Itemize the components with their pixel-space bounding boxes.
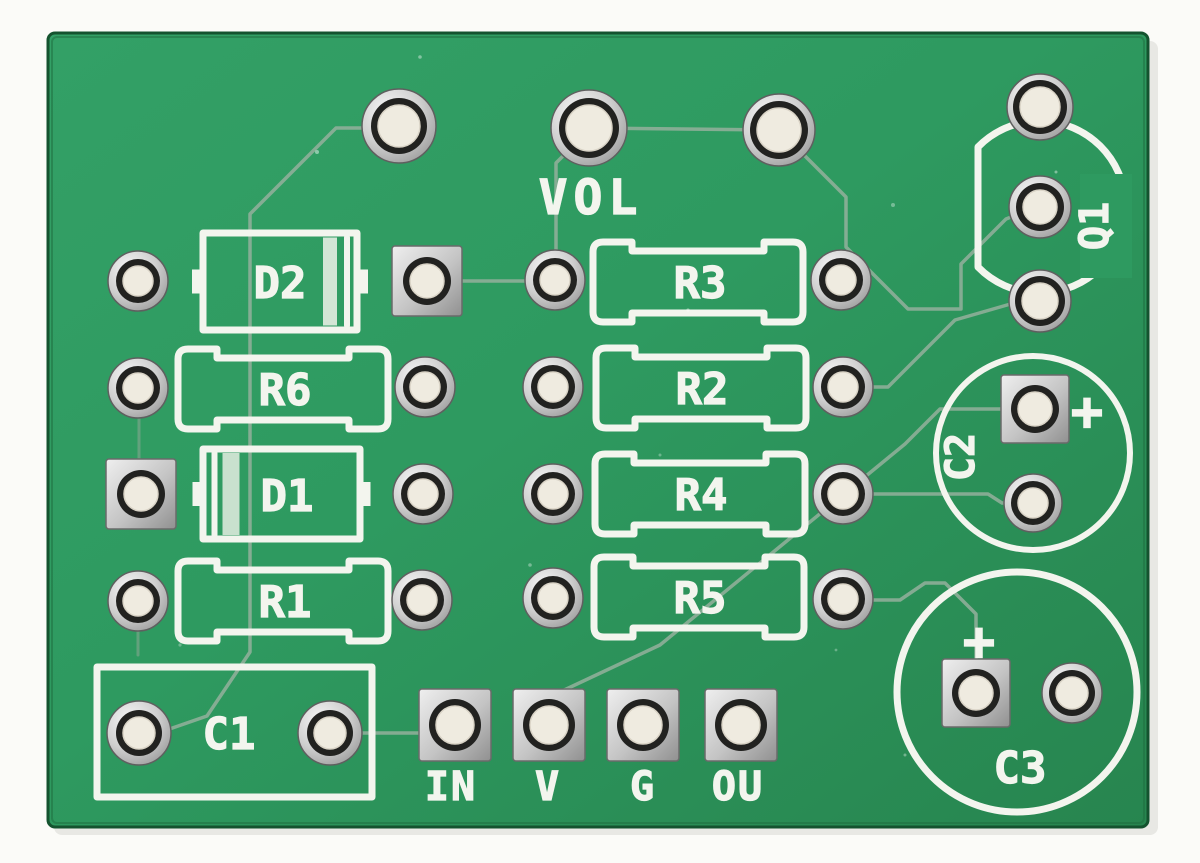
pad-wire-left xyxy=(361,88,437,164)
pad-wire-right xyxy=(742,93,816,167)
c2-plus-mark: + xyxy=(1071,380,1104,443)
c3-plus-mark: + xyxy=(963,610,996,673)
outline-d2-diode xyxy=(192,229,368,334)
label-pin-in: IN xyxy=(425,764,477,810)
pad-q1-middle xyxy=(1008,175,1072,239)
label-r6: R6 xyxy=(259,365,312,416)
pad-r5-left xyxy=(522,567,584,629)
outline-c2-capacitor xyxy=(933,353,1133,553)
label-c3: C3 xyxy=(994,743,1047,794)
scan-dust xyxy=(178,55,1058,757)
outline-c1-capacitor xyxy=(93,663,376,801)
label-pin-ou: OU xyxy=(712,764,764,810)
pad-c2-negative xyxy=(1003,473,1063,533)
label-r2: R2 xyxy=(676,364,729,415)
pad-vol xyxy=(550,89,628,167)
pad-d2-right xyxy=(391,245,463,317)
pad-c1-left xyxy=(106,700,172,766)
label-d2: D2 xyxy=(254,258,307,309)
silkscreen-text: VOL D2 R6 D1 R1 C1 R3 R2 R4 R5 IN V G OU… xyxy=(202,169,1119,810)
pad-header-in xyxy=(418,688,492,762)
pad-r2-right xyxy=(812,356,874,418)
pad-c3-negative xyxy=(1041,662,1103,724)
label-r1: R1 xyxy=(259,577,312,628)
pad-header-g xyxy=(606,688,680,762)
pad-q1-top xyxy=(1006,73,1074,141)
pad-r4-right xyxy=(812,463,874,525)
silkscreen-layer xyxy=(93,117,1141,816)
label-q1: Q1 xyxy=(1072,202,1118,250)
pad-c3-positive xyxy=(941,658,1011,728)
label-vol: VOL xyxy=(539,170,644,226)
pad-q1-bottom xyxy=(1008,269,1072,333)
pad-d1-left xyxy=(105,458,177,530)
label-c1: C1 xyxy=(203,709,256,760)
pad-r1-right xyxy=(391,569,453,631)
label-r5: R5 xyxy=(674,573,727,624)
pad-r2-left xyxy=(522,356,584,418)
pad-r3-right xyxy=(810,249,872,311)
label-r3: R3 xyxy=(674,258,727,309)
pad-r5-right xyxy=(812,568,874,630)
pad-c1-right xyxy=(297,700,363,766)
pad-d1-right xyxy=(392,463,454,525)
pad-r3-left xyxy=(524,249,586,311)
label-pin-v: V xyxy=(535,764,559,810)
label-pin-g: G xyxy=(630,764,654,810)
outline-d1-diode xyxy=(192,445,371,543)
pad-c2-positive xyxy=(1000,374,1070,444)
label-r4: R4 xyxy=(675,470,728,521)
pad-header-ou xyxy=(704,688,778,762)
pad-d2-left xyxy=(107,250,169,312)
pad-r1-left xyxy=(107,570,169,632)
label-c2: C2 xyxy=(938,433,984,481)
outline-c3-capacitor xyxy=(893,568,1141,816)
pad-r6-left xyxy=(107,357,169,419)
q1-text-gap xyxy=(1080,174,1132,278)
label-d1: D1 xyxy=(261,471,314,522)
pad-r6-right xyxy=(394,356,456,418)
board-edge-chamfer xyxy=(51,36,1145,824)
pad-header-v xyxy=(512,688,586,762)
pads-layer xyxy=(105,73,1103,766)
pad-r4-left xyxy=(522,463,584,525)
